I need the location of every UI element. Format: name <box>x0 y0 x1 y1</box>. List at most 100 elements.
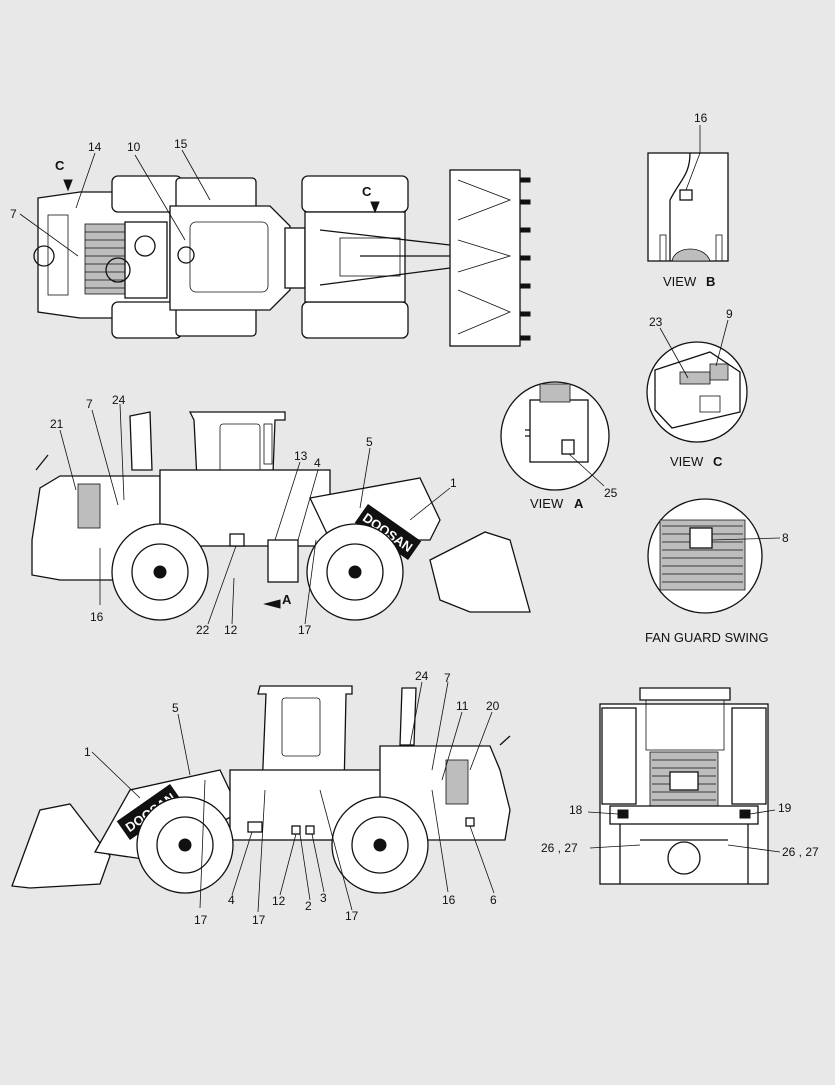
callout-sl-1: 1 <box>84 745 91 759</box>
callout-sr-7: 7 <box>86 397 93 411</box>
callout-top-10: 10 <box>127 140 141 154</box>
fan-guard-decal-8 <box>689 527 713 549</box>
sr-arrow-a <box>263 599 281 609</box>
view-c: 23 9 VIEW C <box>646 307 748 469</box>
sr-rear-wheel <box>111 523 209 621</box>
callout-sl-24: 24 <box>415 669 429 683</box>
top-front-tire-upper <box>301 175 409 213</box>
rr-plate <box>669 771 699 791</box>
rr-axle <box>667 841 701 875</box>
top-arrow-c-right <box>370 201 380 214</box>
sl-front-wheel <box>136 796 234 894</box>
rr-counterweight <box>609 805 759 825</box>
sr-arrow-a-label: A <box>282 592 292 607</box>
top-arrow-c-right-label: C <box>362 184 372 199</box>
view-a-caption-letter: A <box>574 496 584 511</box>
top-bucket-ribs <box>457 179 512 335</box>
callout-rr-19: 19 <box>778 801 792 815</box>
view-c-plate <box>699 395 721 413</box>
sr-exhaust <box>129 411 153 471</box>
callout-rr-26-27-left: 26 , 27 <box>541 841 578 855</box>
callout-fan-8: 8 <box>782 531 789 545</box>
sr-bucket <box>429 531 531 613</box>
sl-cab-door <box>281 697 321 757</box>
view-b-wheel <box>671 248 711 262</box>
sl-decal-6 <box>465 817 475 827</box>
view-b-post-right <box>715 234 723 262</box>
callout-sr-16: 16 <box>90 610 104 624</box>
callout-view-a-25: 25 <box>604 486 618 500</box>
rr-cab-window <box>645 699 725 751</box>
view-b: 16 VIEW B <box>647 111 729 289</box>
view-c-caption-letter: C <box>713 454 723 469</box>
top-cab-roof <box>169 205 291 311</box>
callout-sl-5: 5 <box>172 701 179 715</box>
sr-decal-22 <box>229 533 245 547</box>
sl-bucket <box>11 803 111 889</box>
top-bucket-teeth <box>519 177 531 341</box>
callout-sl-17c: 17 <box>345 909 359 923</box>
top-rear-grille <box>47 214 69 296</box>
sr-front-wheel <box>306 523 404 621</box>
callout-sl-6: 6 <box>490 893 497 907</box>
callout-sr-21: 21 <box>50 417 64 431</box>
callout-sl-20: 20 <box>486 699 500 713</box>
rr-cab-roof <box>639 687 731 701</box>
sr-antenna <box>35 454 49 471</box>
view-b-contour <box>669 152 691 261</box>
top-rear-light <box>33 245 55 267</box>
callout-sr-22: 22 <box>196 623 210 637</box>
sr-engine-grille <box>77 483 101 529</box>
callout-sr-17: 17 <box>298 623 312 637</box>
callout-top-15: 15 <box>174 137 188 151</box>
callout-sl-7: 7 <box>444 671 451 685</box>
view-c-caption-prefix: VIEW <box>670 454 704 469</box>
callout-sl-4: 4 <box>228 893 235 907</box>
side-view-right: DOOSAN A 21 7 24 13 4 5 1 16 22 12 17 <box>31 393 531 637</box>
callout-sl-3: 3 <box>320 891 327 905</box>
callout-view-c-23: 23 <box>649 315 663 329</box>
top-bucket <box>449 169 521 347</box>
top-engine-filter <box>105 257 131 283</box>
top-articulation-joint <box>284 227 306 289</box>
view-b-post-left <box>659 234 667 262</box>
top-boom-arms <box>319 229 460 286</box>
callout-rr-18: 18 <box>569 803 583 817</box>
top-view: C C 14 10 15 7 <box>10 137 531 347</box>
callout-top-14: 14 <box>88 140 102 154</box>
top-arrow-c-left <box>63 179 73 192</box>
rr-light-right <box>739 809 751 819</box>
top-radiator <box>84 223 126 295</box>
callout-sl-11: 11 <box>456 699 469 713</box>
callout-sl-17a: 17 <box>194 913 208 927</box>
sr-cab-window <box>263 423 273 465</box>
callout-view-b-16: 16 <box>694 111 708 125</box>
view-c-decal-23 <box>679 371 711 385</box>
callout-sr-4: 4 <box>314 456 321 470</box>
sl-antenna <box>499 735 511 746</box>
view-b-caption-letter: B <box>706 274 715 289</box>
sl-decal-3 <box>305 825 315 835</box>
view-b-decal-16 <box>679 189 693 201</box>
top-arrow-c-left-label: C <box>55 158 65 173</box>
top-engine-fan-hub <box>134 235 156 257</box>
callout-sl-12: 12 <box>272 894 286 908</box>
callout-sl-2: 2 <box>305 899 312 913</box>
view-a: 25 VIEW A <box>500 381 618 511</box>
rr-light-left <box>617 809 629 819</box>
callout-sr-13: 13 <box>294 449 308 463</box>
callout-sl-16: 16 <box>442 893 456 907</box>
sr-step-box <box>267 539 299 583</box>
view-a-caption-prefix: VIEW <box>530 496 564 511</box>
sl-rear-wheel <box>331 796 429 894</box>
callout-rr-26-27-right: 26 , 27 <box>782 845 819 859</box>
top-boom-cylinder <box>339 237 401 277</box>
sl-engine-grille <box>445 759 469 805</box>
rr-tire-right <box>731 707 767 805</box>
fan-guard-grille <box>659 519 746 591</box>
top-front-frame <box>304 211 406 303</box>
top-cab-hatch <box>189 221 269 293</box>
view-a-hose <box>525 429 530 437</box>
